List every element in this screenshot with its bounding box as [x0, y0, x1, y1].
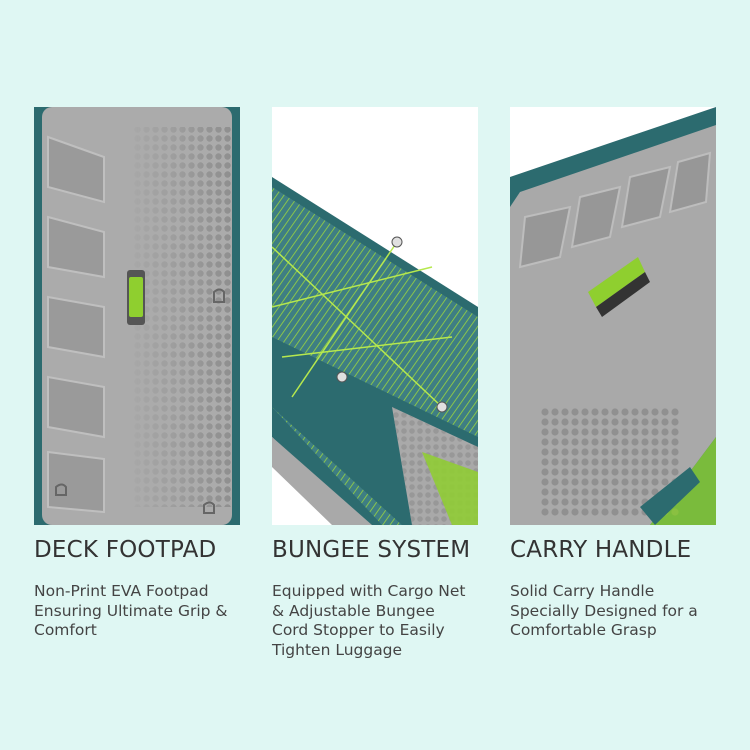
description-line: Cord Stopper to Easily [272, 621, 445, 639]
deck-footpad-image [34, 107, 240, 525]
description-line: Comfort [34, 621, 97, 639]
d-ring-icon [213, 288, 225, 303]
description-line: Specially Designed for a [510, 601, 698, 620]
carry-handle-illustration [510, 107, 716, 525]
deck-footpad-title: DECK FOOTPAD [34, 537, 217, 563]
carry-handle-description: Solid Carry Handle Specially Designed fo… [510, 582, 730, 641]
bungee-stopper-icon [336, 371, 348, 383]
bungee-system-illustration [272, 107, 478, 525]
description-line: & Adjustable Bungee [272, 601, 435, 620]
description-line: Comfortable Grasp [510, 621, 657, 639]
description-line: Tighten Luggage [272, 640, 403, 659]
bungee-system-description: Equipped with Cargo Net & Adjustable Bun… [272, 582, 492, 660]
carry-handle-icon [588, 257, 650, 317]
carry-handle-title: CARRY HANDLE [510, 537, 692, 563]
deck-footpad-description: Non-Print EVA Footpad Ensuring Ultimate … [34, 582, 254, 641]
bungee-system-title: BUNGEE SYSTEM [272, 537, 471, 563]
description-line: Solid Carry Handle [510, 582, 655, 600]
bungee-stopper-icon [436, 401, 448, 413]
description-line: Equipped with Cargo Net [272, 582, 466, 600]
bungee-system-image [272, 107, 478, 525]
deck-footpad-illustration [34, 107, 240, 525]
bungee-cord [272, 241, 453, 408]
carry-handle-image [510, 107, 716, 525]
bungee-stopper-icon [391, 236, 403, 248]
description-line: Ensuring Ultimate Grip & [34, 601, 228, 620]
d-ring-icon [55, 483, 67, 496]
description-line: Non-Print EVA Footpad [34, 582, 209, 600]
d-ring-icon [203, 501, 215, 514]
carry-handle-icon [127, 270, 145, 325]
